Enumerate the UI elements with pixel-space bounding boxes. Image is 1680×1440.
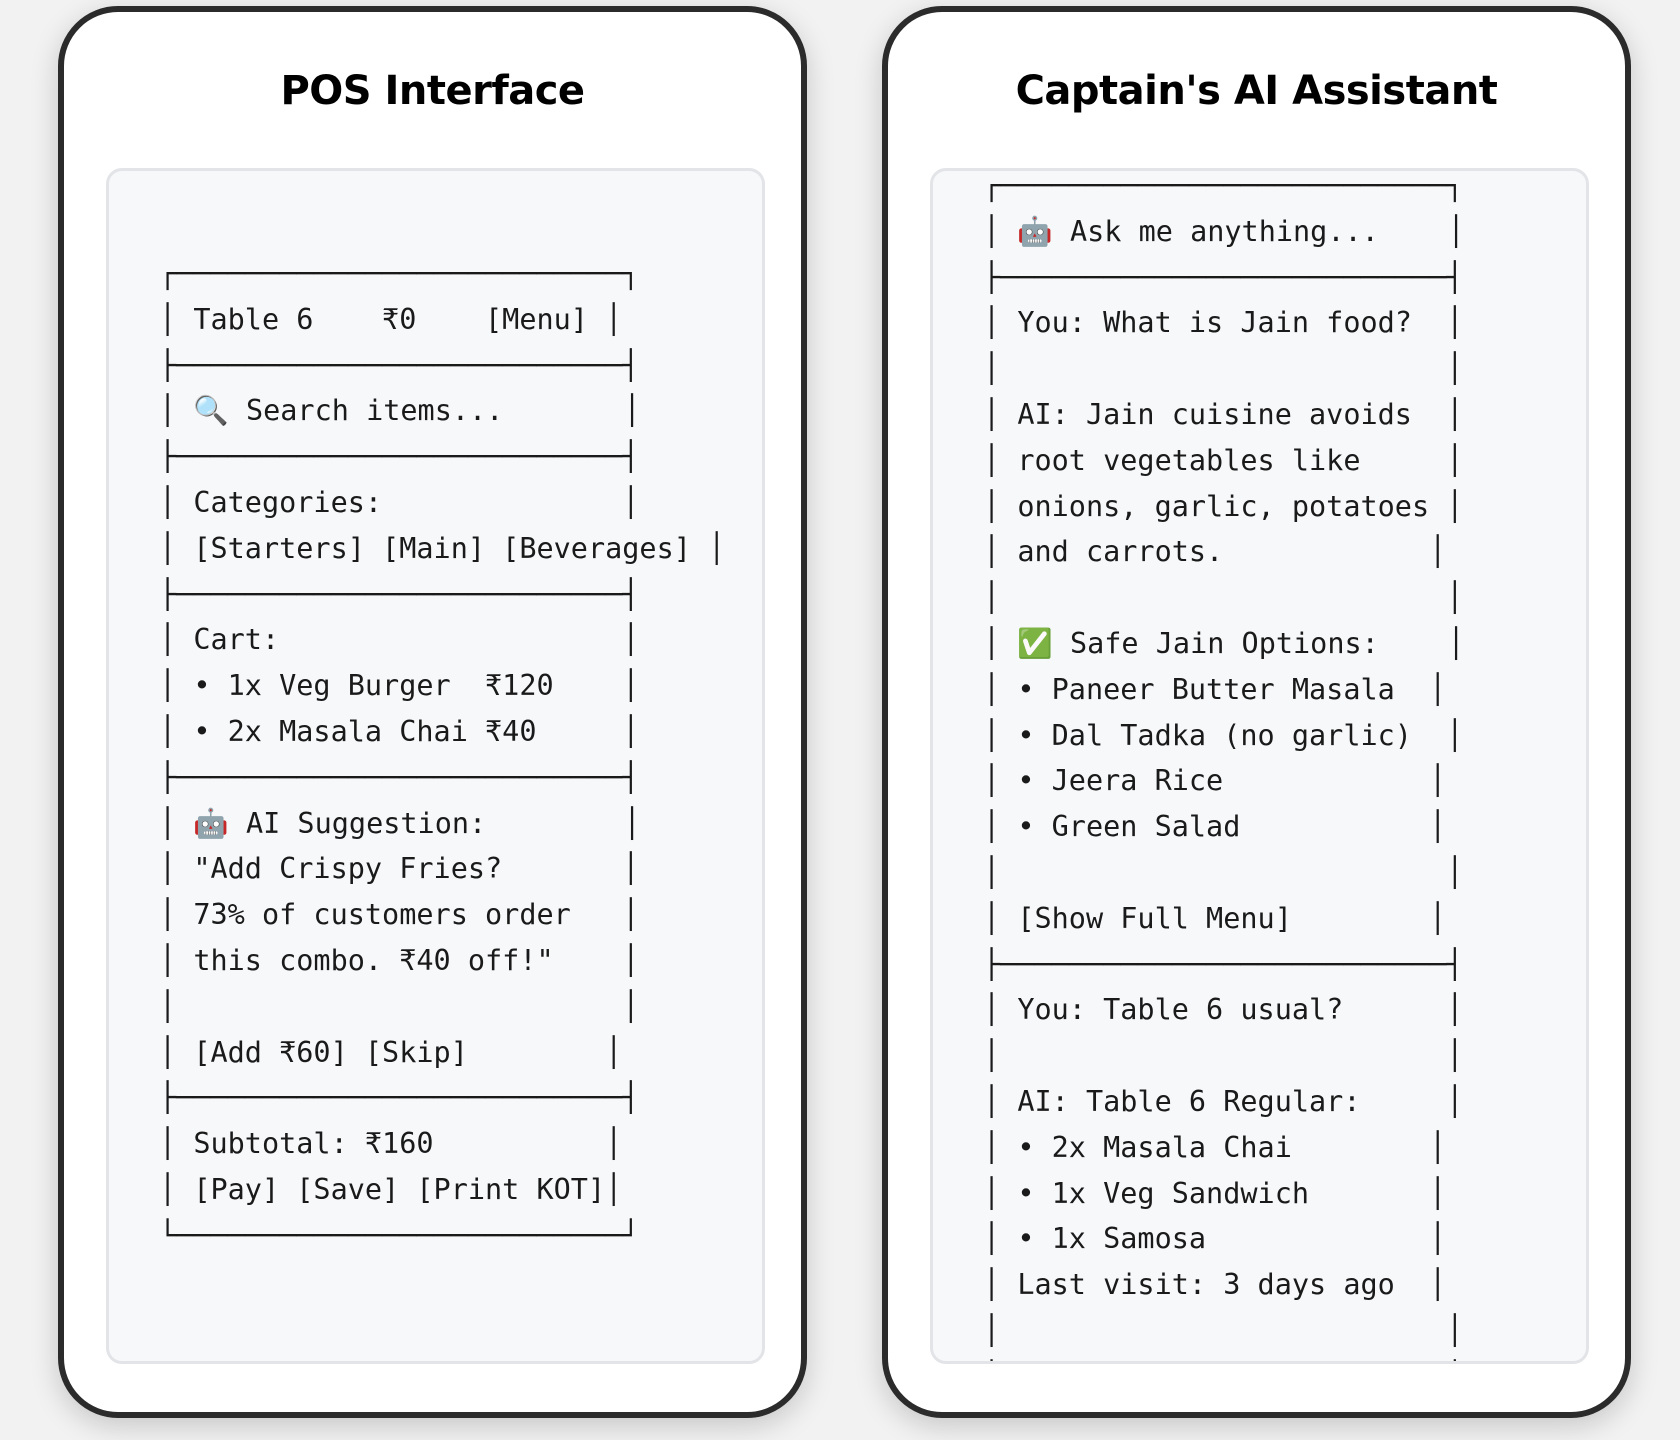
ai-assistant-phone-frame: Captain's AI Assistant ┌────────────────… <box>882 6 1631 1418</box>
wireframe-line: │ [Quick Add] [Customize] │ <box>983 1360 1463 1361</box>
wireframe-line: │ • 2x Masala Chai ₹40 │ <box>159 714 640 748</box>
wireframe-line: ├──────────────────────────┤ <box>983 260 1464 294</box>
wireframe-line: │ "Add Crispy Fries? │ <box>159 852 640 886</box>
wireframe-line: │ 73% of customers order │ <box>159 898 640 932</box>
wireframe-line: ├──────────────────────────┤ <box>983 947 1464 981</box>
wireframe-line: │ • Jeera Rice │ <box>983 764 1447 798</box>
wireframe-line: │ │ <box>983 1039 1464 1073</box>
wireframe-line: │ │ <box>983 352 1464 386</box>
wireframe-line: │ You: Table 6 usual? │ <box>983 993 1464 1027</box>
wireframe-line: │ 🤖 AI Suggestion: │ <box>159 806 641 840</box>
wireframe-line: │ Categories: │ <box>159 485 640 519</box>
wireframe-line: │ root vegetables like │ <box>983 443 1464 477</box>
wireframe-line: │ • 1x Samosa │ <box>983 1222 1447 1256</box>
pos-panel-title: POS Interface <box>280 68 585 114</box>
wireframe-line: │ Last visit: 3 days ago │ <box>983 1268 1447 1302</box>
wireframe-line: │ • Dal Tadka (no garlic) │ <box>983 718 1464 752</box>
wireframe-line: │ • Paneer Butter Masala │ <box>983 672 1447 706</box>
ai-assistant-panel-title: Captain's AI Assistant <box>1015 68 1498 114</box>
wireframe-line: │ • 2x Masala Chai │ <box>983 1130 1447 1164</box>
wireframe-line: ├──────────────────────────┤ <box>159 1081 640 1115</box>
wireframe-line: │ AI: Table 6 Regular: │ <box>983 1084 1464 1118</box>
wireframe-line: │ onions, garlic, potatoes │ <box>983 489 1464 523</box>
wireframe-line: │ [Add ₹60] [Skip] │ <box>159 1035 623 1069</box>
wireframe-line: │ • 1x Veg Sandwich │ <box>983 1176 1447 1210</box>
pos-screen: ┌──────────────────────────┐ │ Table 6 ₹… <box>106 168 765 1364</box>
wireframe-line: │ and carrots. │ <box>983 535 1447 569</box>
wireframe-line: │ ✅ Safe Jain Options: │ <box>983 626 1465 660</box>
wireframe-line: │ [Pay] [Save] [Print KOT]│ <box>159 1172 623 1206</box>
wireframe-line: │ │ <box>983 1313 1464 1347</box>
wireframe-line: ├──────────────────────────┤ <box>159 760 640 794</box>
wireframe-line: ├──────────────────────────┤ <box>159 440 640 474</box>
wireframe-line: │ You: What is Jain food? │ <box>983 306 1464 340</box>
ai-assistant-screen: ┌──────────────────────────┐ │ 🤖 Ask me … <box>930 168 1589 1364</box>
wireframe-line: │ • Green Salad │ <box>983 810 1447 844</box>
wireframe-line: │ Table 6 ₹0 [Menu] │ <box>159 302 623 336</box>
wireframe-line: │ 🔍 Search items... │ <box>159 394 641 428</box>
wireframe-line: │ 🤖 Ask me anything... │ <box>983 214 1465 248</box>
wireframe-line: ┌──────────────────────────┐ <box>983 169 1464 202</box>
wireframe-line: │ Cart: │ <box>159 623 640 657</box>
pos-phone-frame: POS Interface ┌─────────────────────────… <box>58 6 807 1418</box>
wireframe-line: └──────────────────────────┘ <box>159 1218 640 1252</box>
wireframe-line: │ [Show Full Menu] │ <box>983 901 1447 935</box>
wireframe-line: │ AI: Jain cuisine avoids │ <box>983 397 1464 431</box>
ai-assistant-ascii-wireframe: ┌──────────────────────────┐ │ 🤖 Ask me … <box>983 169 1465 1361</box>
wireframe-line: ├──────────────────────────┤ <box>159 577 640 611</box>
wireframe-line: │ │ <box>159 989 640 1023</box>
wireframe-line: │ [Starters] [Main] [Beverages] │ <box>159 531 726 565</box>
wireframe-line: │ │ <box>983 855 1464 889</box>
wireframe-line: │ this combo. ₹40 off!" │ <box>159 943 640 977</box>
wireframe-line: ┌──────────────────────────┐ <box>159 257 640 290</box>
pos-ascii-wireframe: ┌──────────────────────────┐ │ Table 6 ₹… <box>159 251 725 1259</box>
wireframe-line: │ │ <box>983 581 1464 615</box>
wireframe-line: │ • 1x Veg Burger ₹120 │ <box>159 669 640 703</box>
wireframe-line: │ Subtotal: ₹160 │ <box>159 1127 623 1161</box>
wireframe-line: ├──────────────────────────┤ <box>159 348 640 382</box>
